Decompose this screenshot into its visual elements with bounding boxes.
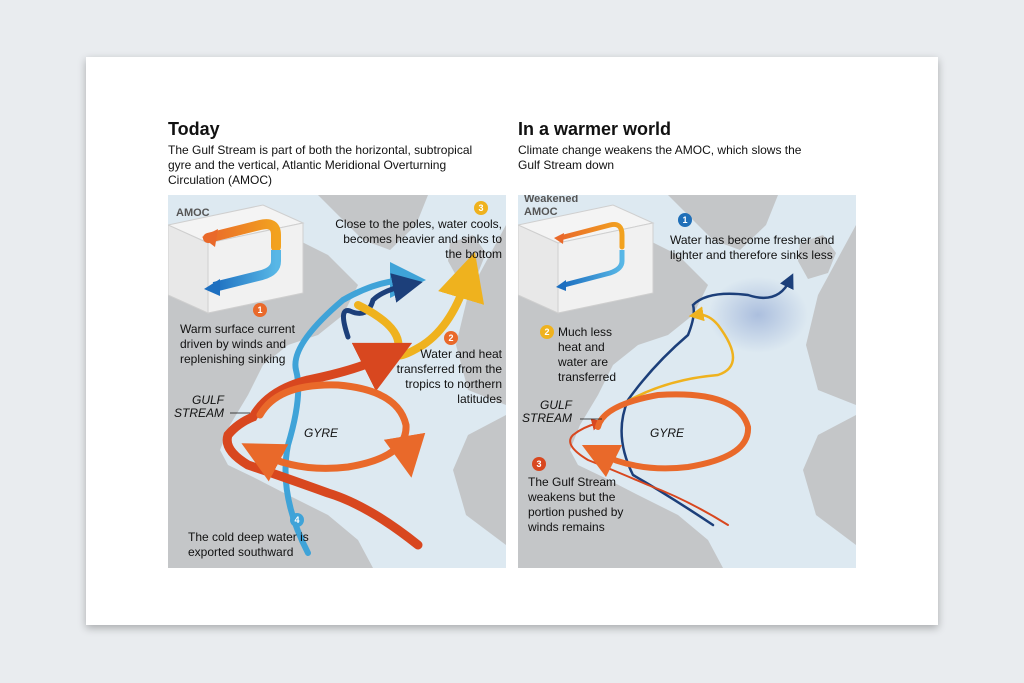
warmer-callout-2: Much less heat and water are transferred [558,325,617,384]
warmer-callout-3: The Gulf Stream weakens but the portion … [528,475,624,534]
warmer-badge-2: 2 [540,325,554,339]
warmer-gulf-label: GULF [540,398,573,412]
warmer-badge-3: 3 [532,457,546,471]
today-stream-label: STREAM [174,406,225,420]
warmer-callout-1: Water has become fresher and lighter and… [670,233,835,262]
today-map-graphic [168,195,506,568]
warmer-panel: In a warmer world Climate change weakens… [518,117,856,569]
today-callout-4: The cold deep water is exported southwar… [188,530,309,559]
today-amoc-box [168,204,305,314]
warmer-subtitle: Climate change weakens the AMOC, which s… [518,143,802,172]
infographic-card: Today The Gulf Stream is part of both th… [86,57,938,625]
today-badge-4: 4 [290,513,304,527]
today-gulf-label: GULF [192,393,225,407]
warmer-gyre-label: GYRE [650,426,685,440]
warmer-amoc-label-2: AMOC [524,206,558,218]
warmer-title: In a warmer world [518,119,672,139]
today-badge-2: 2 [444,331,458,345]
warmer-amoc-box [518,204,655,314]
today-amoc-label: AMOC [176,207,210,219]
today-badge-1: 1 [253,303,267,317]
today-map: AMOC 1 Warm surface current driven by wi… [168,195,506,568]
warmer-stream-label: STREAM [522,411,573,425]
today-gyre-label: GYRE [304,426,339,440]
today-title: Today [168,119,220,139]
warmer-map: Weakened AMOC 1 Water has become fresher… [518,195,856,568]
today-panel: Today The Gulf Stream is part of both th… [168,117,506,569]
warmer-badge-1: 1 [678,213,692,227]
today-badge-3: 3 [474,201,488,215]
today-callout-3: Close to the poles, water cools, becomes… [335,217,502,261]
freshwater-zone [708,277,808,353]
today-callout-2: Water and heat transferred from the trop… [396,347,502,406]
today-subtitle: The Gulf Stream is part of both the hori… [168,143,473,187]
warmer-currents [569,273,794,527]
warmer-amoc-label-1: Weakened [524,195,579,205]
today-callout-1: Warm surface current driven by winds and… [180,322,295,366]
today-currents [222,252,485,556]
warmer-map-graphic [518,195,856,568]
